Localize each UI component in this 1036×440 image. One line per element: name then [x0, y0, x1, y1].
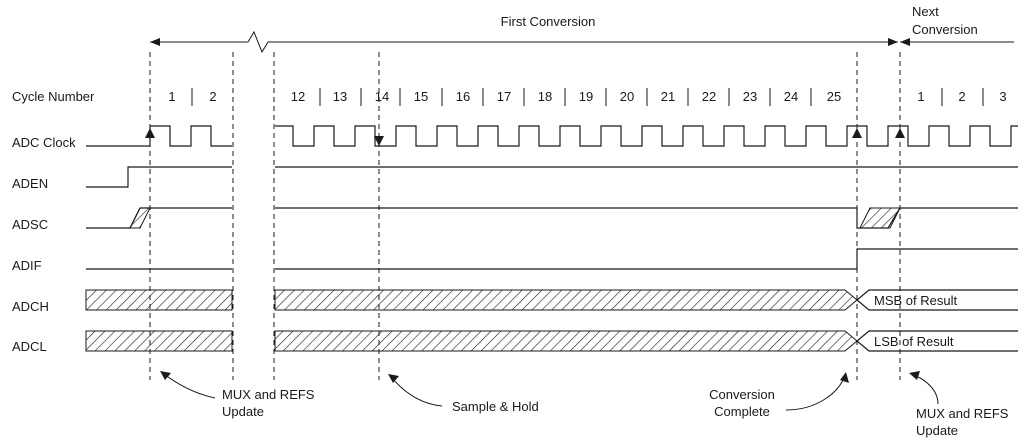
cycle-label: 17: [497, 89, 511, 104]
adcl-result-bus: [856, 330, 1018, 352]
adch-label: ADCH: [12, 299, 49, 314]
adsc-wave: [275, 207, 1018, 229]
first-conversion-label: First Conversion: [501, 14, 596, 29]
cycle-label: 1: [917, 89, 924, 104]
adc-clock-label: ADC Clock: [12, 135, 76, 150]
cycle-label: 2: [958, 89, 965, 104]
rising-edge-marker: [145, 128, 155, 138]
cycle-label: 23: [743, 89, 757, 104]
cycle-label: 3: [999, 89, 1006, 104]
adch-result-bus: [856, 289, 1018, 311]
rising-edge-marker: [895, 128, 905, 138]
adsc-label: ADSC: [12, 217, 48, 232]
adch-result-label: MSB of Result: [874, 293, 957, 308]
adif-label: ADIF: [12, 258, 42, 273]
adcl-result-label: LSB of Result: [874, 334, 954, 349]
aden-wave: [86, 166, 232, 188]
sample-hold-label: Sample & Hold: [452, 399, 539, 414]
clock-edge-markers: [145, 128, 905, 146]
cycle-number-label: Cycle Number: [12, 89, 95, 104]
conversion-complete-label-line1: Conversion: [709, 387, 775, 402]
mux-update-2-label-line2: Update: [916, 423, 958, 438]
cycle-separators: [191, 88, 984, 106]
adsc-transition-hatch: [859, 207, 901, 229]
cycle-label: 20: [620, 89, 634, 104]
cycle-label: 15: [414, 89, 428, 104]
adif-wave: [275, 248, 1018, 270]
adcl-undefined-hatch: [85, 330, 233, 352]
mux-update-2-label-line1: MUX and REFS: [916, 406, 1009, 421]
cycle-label: 24: [784, 89, 798, 104]
adch-undefined-hatch: [85, 289, 233, 311]
annotation-arrow-sample-hold: [388, 374, 443, 407]
cycle-label: 1: [168, 89, 175, 104]
cycle-label: 14: [375, 89, 389, 104]
cycle-label: 22: [702, 89, 716, 104]
cycle-label: 18: [538, 89, 552, 104]
next-conversion-label-line2: Conversion: [912, 22, 978, 37]
adcl-undefined-hatch: [274, 330, 858, 352]
annotation-arrow-conversion-complete: [785, 372, 849, 411]
next-conversion-span: [900, 38, 1014, 46]
next-conversion-label-line1: Next: [912, 4, 939, 19]
cycle-label: 19: [579, 89, 593, 104]
cycle-label: 16: [456, 89, 470, 104]
first-conversion-span: [150, 30, 898, 54]
rising-edge-marker: [852, 128, 862, 138]
adcl-label: ADCL: [12, 339, 47, 354]
adsc-transition-hatch: [129, 207, 151, 229]
adc-clock-wave: [275, 125, 1018, 147]
aden-label: ADEN: [12, 176, 48, 191]
cycle-label: 12: [291, 89, 305, 104]
adch-undefined-hatch: [274, 289, 858, 311]
cycle-label: 25: [827, 89, 841, 104]
cycle-label: 13: [333, 89, 347, 104]
adsc-wave: [86, 207, 232, 229]
cycle-label: 21: [661, 89, 675, 104]
falling-edge-marker: [374, 136, 384, 146]
cycle-label: 2: [209, 89, 216, 104]
annotation-arrow-mux-update-2: [909, 371, 939, 405]
annotation-arrow-mux-update-1: [160, 371, 216, 399]
conversion-complete-label-line2: Complete: [714, 404, 770, 419]
mux-update-1-label-line1: MUX and REFS: [222, 387, 315, 402]
adc-clock-wave: [86, 125, 232, 147]
mux-update-1-label-line2: Update: [222, 404, 264, 419]
